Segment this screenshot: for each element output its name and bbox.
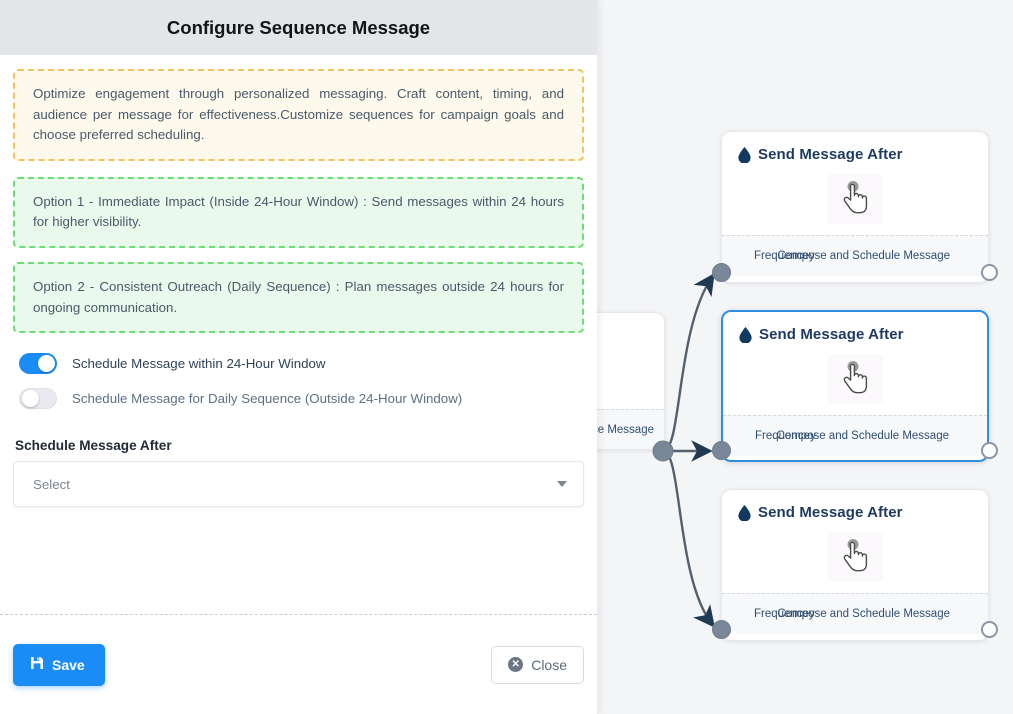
node-foot-frequency-label: Frequencey xyxy=(754,608,815,620)
close-button[interactable]: ✕ Close xyxy=(491,645,584,684)
close-icon: ✕ xyxy=(508,657,524,672)
toggle-label-within-24h: Schedule Message within 24-Hour Window xyxy=(72,355,326,371)
node-body xyxy=(722,163,988,235)
node-foot-compose-label: Compose and Schedule Message xyxy=(777,250,950,262)
node-input-handle-2[interactable] xyxy=(712,441,731,460)
node-footer: Frequencey Compose and Schedule Message xyxy=(722,593,988,634)
droplet-icon xyxy=(738,146,751,164)
modal-body: Optimize engagement through personalized… xyxy=(0,55,597,614)
node-title-row: Send Message After xyxy=(723,312,987,344)
node-foot-compose-label: Compose and Schedule Message xyxy=(776,430,949,442)
configure-sequence-message-modal: Configure Sequence Message Optimize enga… xyxy=(0,0,597,714)
node-title-text: Send Message After xyxy=(759,326,904,343)
toggle-schedule-daily-sequence[interactable] xyxy=(19,387,57,409)
toggle-label-daily-sequence: Schedule Message for Daily Sequence (Out… xyxy=(72,390,463,406)
page-title: Configure Sequence Message xyxy=(166,16,431,38)
source-node-foot-label: ce Message xyxy=(591,424,654,436)
node-input-handle-1[interactable] xyxy=(712,263,731,282)
toggle-schedule-within-24h[interactable] xyxy=(19,352,57,374)
modal-footer: Save ✕ Close xyxy=(0,614,597,714)
node-output-handle-2[interactable] xyxy=(981,442,998,459)
hand-pointer-icon xyxy=(827,174,883,224)
save-button[interactable]: Save xyxy=(13,643,105,686)
node-title-row: Send Message After xyxy=(722,490,988,522)
node-output-handle-1[interactable] xyxy=(981,264,998,281)
node-title-text: Send Message After xyxy=(758,504,903,521)
toggle-knob xyxy=(22,389,39,407)
save-disk-icon xyxy=(30,656,44,673)
toggle-row-daily-sequence[interactable]: Schedule Message for Daily Sequence (Out… xyxy=(19,382,584,414)
flow-node-send-message-after-2[interactable]: Send Message After Frequencey Compose an… xyxy=(721,310,989,462)
node-foot-frequency-label: Frequencey xyxy=(755,430,816,442)
modal-header: Configure Sequence Message xyxy=(0,0,597,55)
node-footer: Frequencey Compose and Schedule Message xyxy=(722,235,988,276)
select-value: Select xyxy=(33,476,70,492)
option-2-callout: Option 2 - Consistent Outreach (Daily Se… xyxy=(13,262,584,334)
node-body xyxy=(722,521,988,593)
node-title-text: Send Message After xyxy=(758,146,903,163)
chevron-down-icon[interactable] xyxy=(557,481,567,488)
flow-node-send-message-after-1[interactable]: Send Message After Frequencey Compose an… xyxy=(721,131,989,283)
node-output-handle-3[interactable] xyxy=(981,621,998,638)
close-button-label: Close xyxy=(531,656,567,673)
node-foot-compose-label: Compose and Schedule Message xyxy=(777,608,950,620)
hand-pointer-icon xyxy=(827,532,883,582)
save-button-label: Save xyxy=(52,656,85,673)
flow-node-send-message-after-3[interactable]: Send Message After Frequencey Compose an… xyxy=(721,489,989,641)
node-footer: Frequencey Compose and Schedule Message xyxy=(723,415,987,456)
schedule-message-after-select[interactable]: Select xyxy=(13,461,584,508)
node-foot-frequency-label: Frequencey xyxy=(754,250,815,262)
toggle-row-within-24h[interactable]: Schedule Message within 24-Hour Window xyxy=(19,347,584,379)
node-input-handle-3[interactable] xyxy=(712,620,731,639)
option-1-callout: Option 1 - Immediate Impact (Inside 24-H… xyxy=(13,176,584,249)
node-body xyxy=(723,343,987,415)
droplet-icon xyxy=(738,504,751,522)
info-note-callout: Optimize engagement through personalized… xyxy=(13,69,584,161)
hand-pointer-icon xyxy=(827,354,883,404)
schedule-message-after-label: Schedule Message After xyxy=(15,438,172,454)
droplet-icon xyxy=(739,326,752,344)
toggle-knob xyxy=(38,354,55,372)
node-title-row: Send Message After xyxy=(722,132,988,164)
